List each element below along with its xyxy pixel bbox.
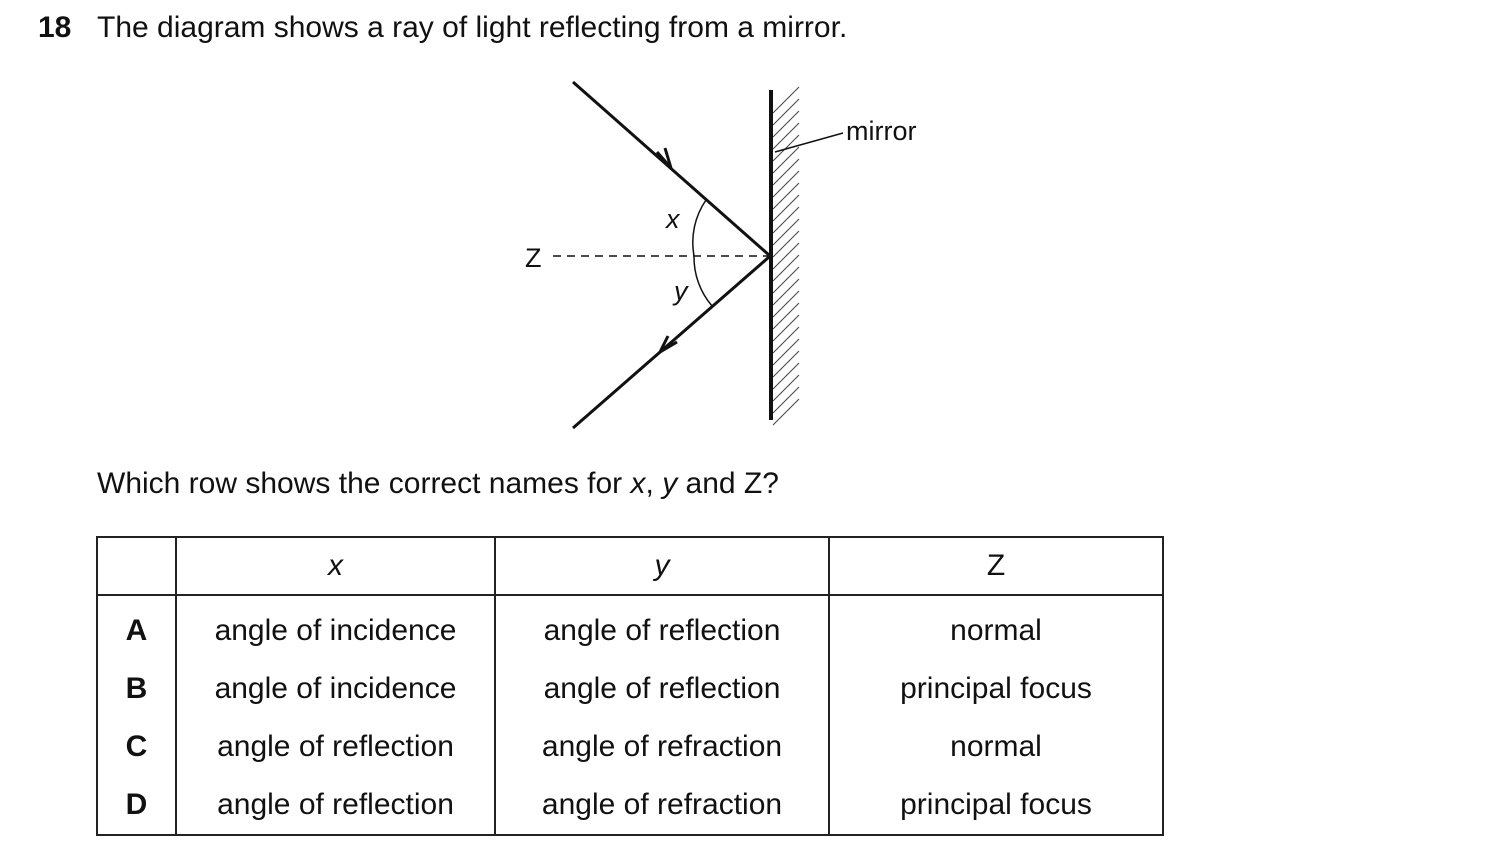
cell-y: angle of refraction xyxy=(494,776,830,836)
hatch-mark xyxy=(772,218,800,246)
hatch-mark xyxy=(772,254,800,282)
hatch-mark xyxy=(772,110,800,138)
hatch-mark xyxy=(772,158,800,186)
prompt-y: y xyxy=(662,467,678,500)
option-letter[interactable]: B xyxy=(96,660,177,718)
hatch-mark xyxy=(772,374,800,402)
option-letter[interactable]: C xyxy=(96,718,177,776)
angle-x-arc xyxy=(692,199,707,257)
cell-y: angle of refraction xyxy=(494,718,830,776)
cell-x: angle of incidence xyxy=(175,595,496,660)
hatch-mark xyxy=(772,122,800,150)
table-row[interactable]: C angle of reflection angle of refractio… xyxy=(96,718,1164,776)
cell-z: normal xyxy=(828,718,1164,776)
hatch-mark xyxy=(772,290,800,318)
hatch-mark xyxy=(772,386,800,414)
prompt-separator: , xyxy=(645,467,663,500)
cell-z: principal focus xyxy=(828,776,1164,836)
hatch-mark xyxy=(772,206,800,234)
option-letter[interactable]: D xyxy=(96,776,177,836)
normal-label: Z xyxy=(525,243,542,273)
incident-arrowhead xyxy=(655,147,673,169)
hatch-mark xyxy=(772,278,800,306)
cell-z: normal xyxy=(828,595,1164,660)
prompt-text-end: and Z? xyxy=(677,467,779,500)
cell-y: angle of reflection xyxy=(494,595,830,660)
hatch-mark xyxy=(772,98,800,126)
hatch-mark xyxy=(772,266,800,294)
question-number: 18 xyxy=(38,11,72,44)
reflected-arrowhead xyxy=(656,335,678,356)
hatch-mark xyxy=(772,230,800,258)
cell-x: angle of reflection xyxy=(175,718,496,776)
hatch-mark xyxy=(772,182,800,210)
header-y: y xyxy=(494,536,830,596)
cell-z: principal focus xyxy=(828,660,1164,718)
header-letter xyxy=(96,536,177,596)
hatch-mark xyxy=(772,134,800,162)
table-row[interactable]: D angle of reflection angle of refractio… xyxy=(96,776,1164,836)
hatch-mark xyxy=(772,194,800,222)
angle-y-arc xyxy=(693,255,713,307)
hatch-mark xyxy=(772,242,800,270)
hatch-mark xyxy=(772,338,800,366)
answer-table: x y Z A angle of incidence angle of refl… xyxy=(96,536,1164,836)
table-row[interactable]: A angle of incidence angle of reflection… xyxy=(96,595,1164,660)
cell-x: angle of incidence xyxy=(175,660,496,718)
hatch-mark xyxy=(772,146,800,174)
hatch-mark xyxy=(772,314,800,342)
angle-x-label: x xyxy=(664,204,681,234)
hatch-mark xyxy=(772,362,800,390)
cell-x: angle of reflection xyxy=(175,776,496,836)
incident-ray xyxy=(572,80,770,257)
hatch-mark xyxy=(772,86,800,114)
question-prompt: Which row shows the correct names for x,… xyxy=(97,466,779,502)
hatch-mark xyxy=(772,350,800,378)
reflection-diagram: mirror Z x y xyxy=(525,80,916,430)
table-header-row: x y Z xyxy=(96,536,1164,596)
prompt-x: x xyxy=(630,467,646,500)
hatch-mark xyxy=(772,170,800,198)
reflected-ray xyxy=(572,255,770,430)
option-letter[interactable]: A xyxy=(96,595,177,660)
hatch-mark xyxy=(772,326,800,354)
mirror-leader-line xyxy=(774,132,844,153)
mirror-hatching xyxy=(772,86,800,426)
prompt-text-start: Which row shows the correct names for xyxy=(97,467,631,500)
mirror-label: mirror xyxy=(846,116,916,146)
angle-y-label: y xyxy=(672,276,689,306)
table-row[interactable]: B angle of incidence angle of reflection… xyxy=(96,660,1164,718)
hatch-mark xyxy=(772,302,800,330)
hatch-mark xyxy=(772,398,800,426)
header-x: x xyxy=(175,536,496,596)
question-text: The diagram shows a ray of light reflect… xyxy=(97,11,848,44)
cell-y: angle of reflection xyxy=(494,660,830,718)
header-z: Z xyxy=(828,536,1164,596)
